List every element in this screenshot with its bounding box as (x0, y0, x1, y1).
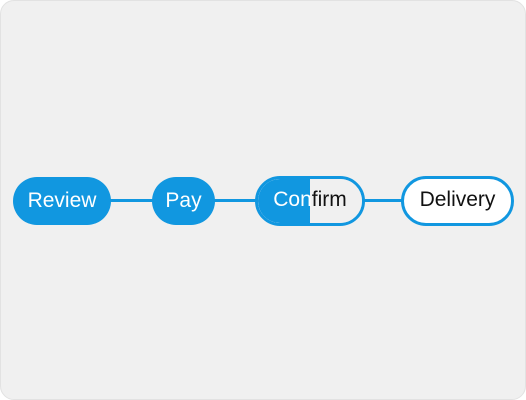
step-label: Delivery (419, 188, 496, 211)
step-connector (108, 199, 156, 202)
step-progress-fill (258, 179, 310, 223)
step-review[interactable]: Review (13, 177, 111, 225)
step-delivery[interactable]: Delivery (401, 176, 514, 226)
step-connector (362, 199, 406, 202)
step-pay[interactable]: Pay (152, 177, 215, 225)
step-connector (212, 199, 258, 202)
step-label: Review (27, 189, 97, 212)
step-confirm[interactable]: Confirm (255, 176, 365, 226)
step-label: Confirm (273, 188, 347, 211)
step-label: Pay (165, 189, 202, 212)
